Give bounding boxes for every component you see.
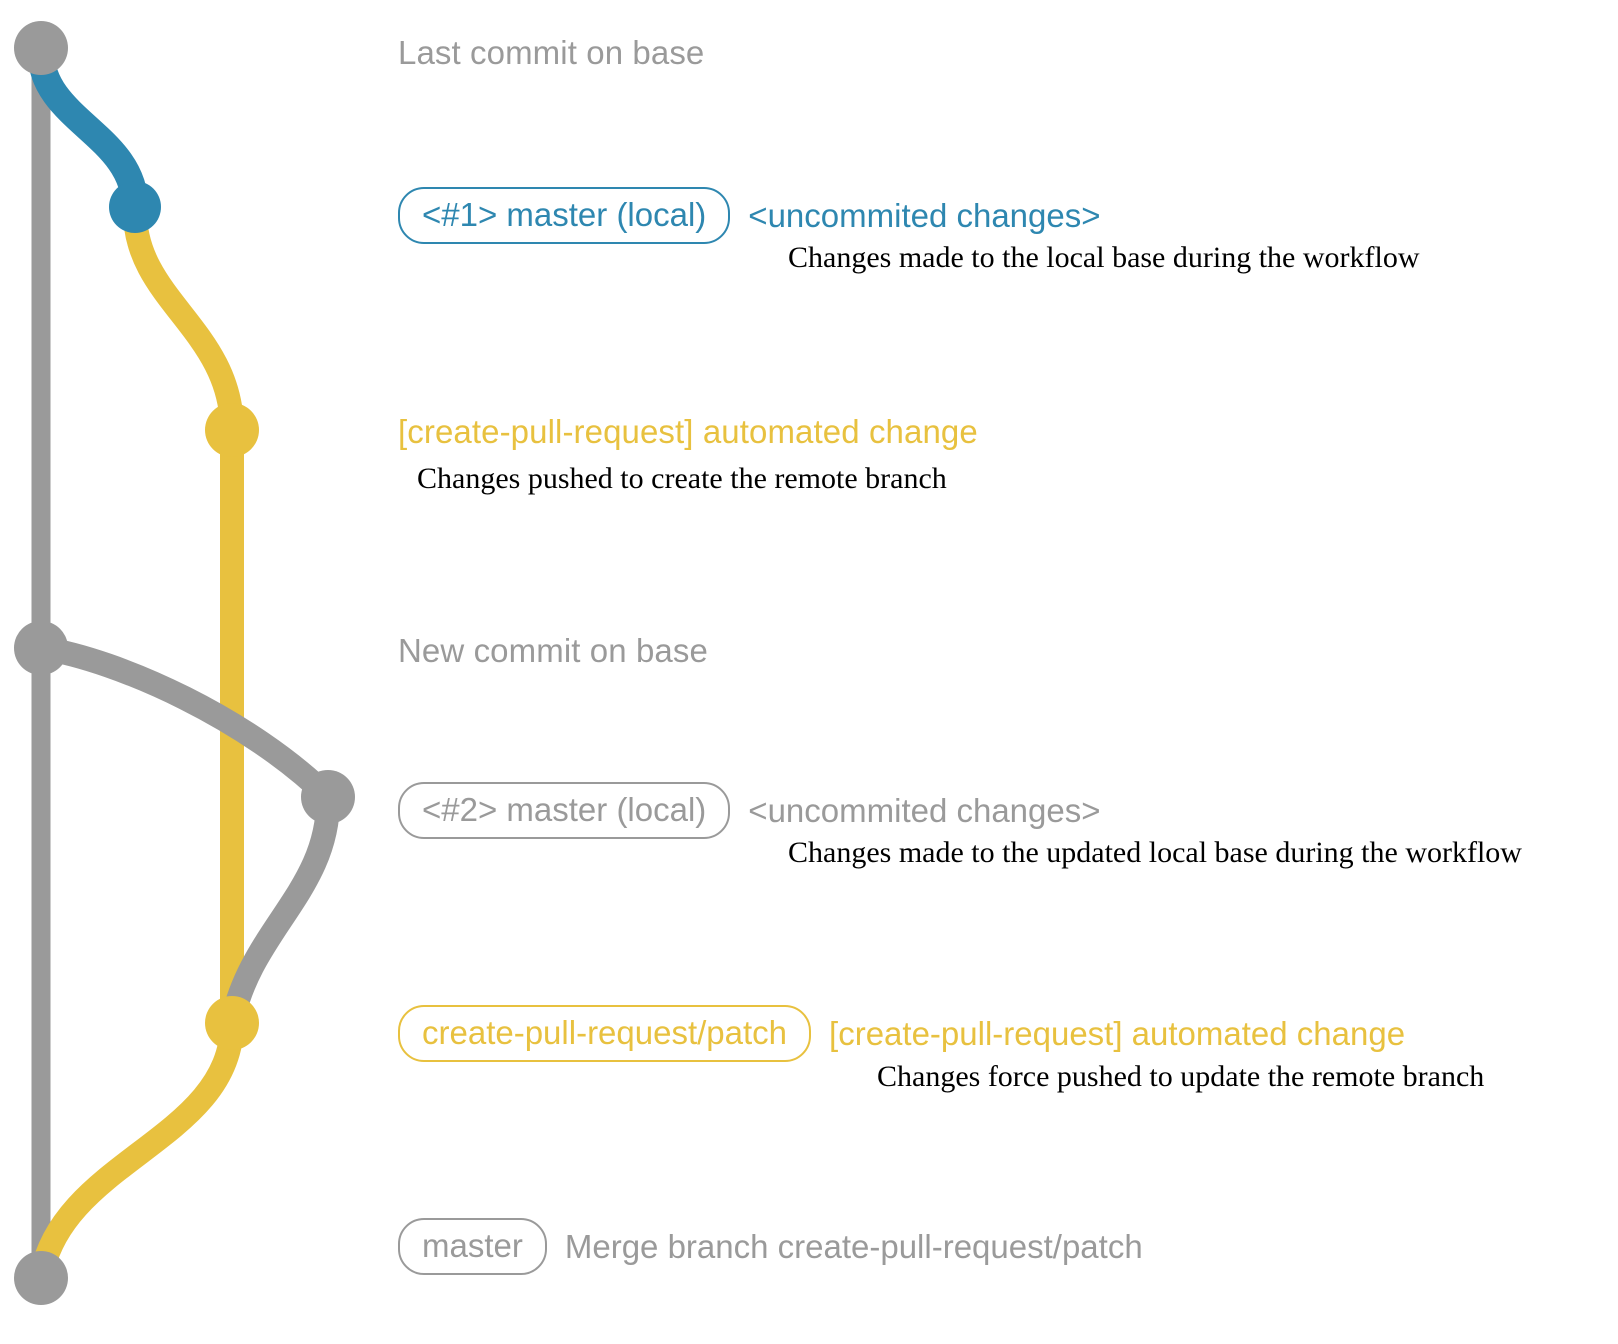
row-automated-change-1: [create-pull-request] automated change	[398, 415, 978, 448]
commit-node-automated-change-1	[205, 403, 259, 457]
automated-change-1-title: [create-pull-request] automated change	[398, 413, 978, 450]
subnote-local-base-changes: Changes made to the local base during th…	[788, 241, 1420, 274]
subnote-pushed-create-remote-branch: Changes pushed to create the remote bran…	[417, 462, 947, 495]
row-merge-master-headline: master Merge branch create-pull-request/…	[398, 1218, 1143, 1275]
row-last-commit-on-base: Last commit on base	[398, 36, 704, 69]
subnote-force-pushed-update-remote-branch: Changes force pushed to update the remot…	[877, 1060, 1485, 1093]
row-master-local-1: <#1> master (local) <uncommited changes>	[398, 187, 1101, 244]
patch-branch-line-1	[123, 200, 244, 442]
patch-merge-line	[29, 1011, 244, 1290]
row-new-commit-headline: New commit on base	[398, 634, 708, 667]
row-merge-master: master Merge branch create-pull-request/…	[398, 1218, 1143, 1275]
automated-change-2-note: [create-pull-request] automated change	[829, 1015, 1406, 1052]
commit-node-last-commit-on-base	[14, 21, 68, 75]
row-master-local-1-headline: <#1> master (local) <uncommited changes>	[398, 187, 1101, 244]
badge-master[interactable]: master	[398, 1218, 547, 1275]
row-last-commit-headline: Last commit on base	[398, 36, 704, 69]
local-branch-line-2	[29, 636, 340, 809]
row-master-local-2-headline: <#2> master (local) <uncommited changes>	[398, 782, 1101, 839]
row-master-local-2: <#2> master (local) <uncommited changes>	[398, 782, 1101, 839]
badge-master-local-1-label: <#1> master (local)	[422, 196, 707, 233]
merge-branch-note: Merge branch create-pull-request/patch	[564, 1228, 1143, 1265]
badge-master-label: master	[422, 1227, 523, 1264]
uncommited-changes-note-2: <uncommited changes>	[748, 792, 1101, 829]
commit-node-new-commit-on-base	[14, 621, 68, 675]
row-automated-change-2: create-pull-request/patch [create-pull-r…	[398, 1005, 1405, 1062]
commit-node-master-local-1	[109, 181, 161, 233]
commit-node-automated-change-2	[205, 996, 259, 1050]
commit-node-merge-master	[14, 1251, 68, 1305]
last-commit-title: Last commit on base	[398, 34, 705, 71]
badge-create-pull-request-patch[interactable]: create-pull-request/patch	[398, 1005, 812, 1062]
subnote-updated-local-base-changes: Changes made to the updated local base d…	[788, 836, 1522, 869]
row-automated-change-1-headline: [create-pull-request] automated change	[398, 415, 978, 448]
badge-master-local-2-label: <#2> master (local)	[422, 791, 707, 828]
uncommited-changes-note-1: <uncommited changes>	[748, 197, 1101, 234]
row-automated-change-2-headline: create-pull-request/patch [create-pull-r…	[398, 1005, 1405, 1062]
row-new-commit-on-base: New commit on base	[398, 634, 708, 667]
badge-master-local-1[interactable]: <#1> master (local)	[398, 187, 731, 244]
badge-create-pull-request-patch-label: create-pull-request/patch	[422, 1014, 788, 1051]
new-commit-title: New commit on base	[398, 632, 708, 669]
local-to-patch-line-2	[220, 785, 341, 1035]
badge-master-local-2[interactable]: <#2> master (local)	[398, 782, 731, 839]
commit-node-master-local-2	[301, 770, 355, 824]
